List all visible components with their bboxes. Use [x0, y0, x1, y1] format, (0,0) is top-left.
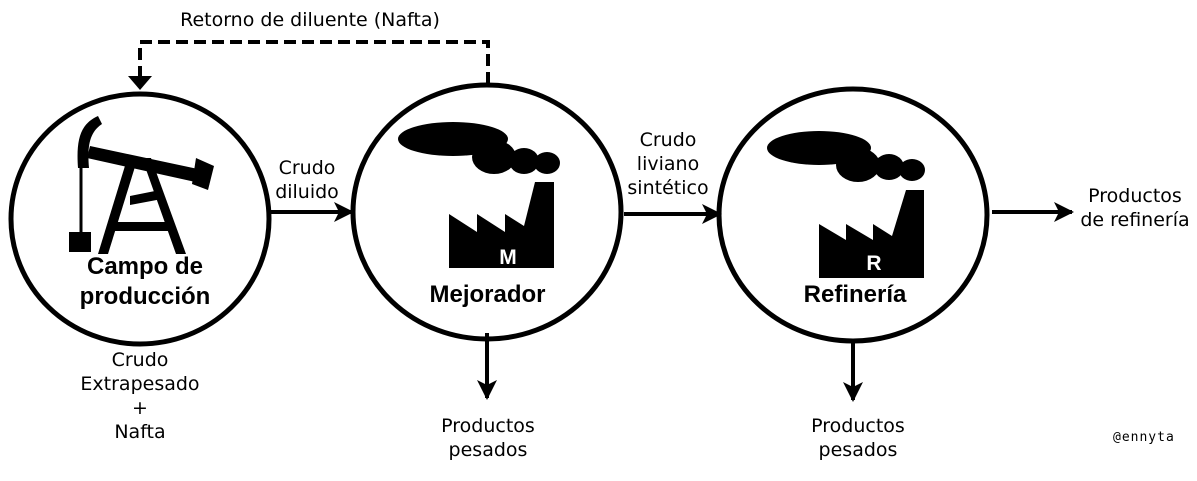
campo-input-line3: + — [132, 397, 148, 419]
factory-icon: R — [819, 190, 924, 278]
final-products-line1: Productos — [1088, 185, 1182, 207]
refineria-output-label: Productos pesados — [788, 414, 928, 462]
factory-letter-r: R — [866, 252, 881, 275]
refineria-output-line2: pesados — [818, 439, 898, 461]
mejorador-output-line2: pesados — [448, 439, 528, 461]
pumpjack-icon — [69, 116, 214, 254]
diluted-flow-label: Crudo diluido — [262, 156, 352, 204]
campo-title-line2: producción — [79, 283, 211, 310]
campo-input-line1: Crudo — [111, 349, 169, 371]
campo-title-line1: Campo de — [86, 253, 203, 280]
synthetic-line2: liviano — [636, 153, 700, 175]
return-dashed-line — [138, 40, 490, 84]
final-products-line2: de refinería — [1080, 209, 1190, 231]
return-arrow-head — [128, 76, 152, 90]
final-products-label: Productos de refinería — [1074, 184, 1196, 232]
campo-title: Campo de producción — [55, 252, 235, 312]
mejorador-output-line1: Productos — [441, 415, 535, 437]
factory-icon: M — [449, 182, 554, 269]
smoke-cloud-icon — [398, 122, 560, 174]
synthetic-line1: Crudo — [639, 129, 697, 151]
refineria-title: Refinería — [803, 281, 907, 308]
campo-input-label: Crudo Extrapesado + Nafta — [60, 348, 220, 444]
mejorador-title: Mejorador — [429, 281, 546, 308]
synthetic-flow-label: Crudo liviano sintético — [616, 128, 720, 200]
campo-input-line2: Extrapesado — [80, 373, 200, 395]
diluted-line2: diluido — [275, 181, 339, 203]
diluted-line1: Crudo — [278, 157, 336, 179]
factory-letter-m: M — [499, 246, 517, 269]
campo-input-line4: Nafta — [114, 421, 166, 443]
mejorador-output-label: Productos pesados — [418, 414, 558, 462]
return-label: Retorno de diluente (Nafta) — [180, 9, 440, 31]
synthetic-line3: sintético — [627, 177, 709, 199]
author-signature: @ennyta — [1113, 430, 1175, 445]
refineria-output-line1: Productos — [811, 415, 905, 437]
smoke-cloud-icon — [767, 131, 925, 182]
campo-circle — [8, 91, 272, 347]
